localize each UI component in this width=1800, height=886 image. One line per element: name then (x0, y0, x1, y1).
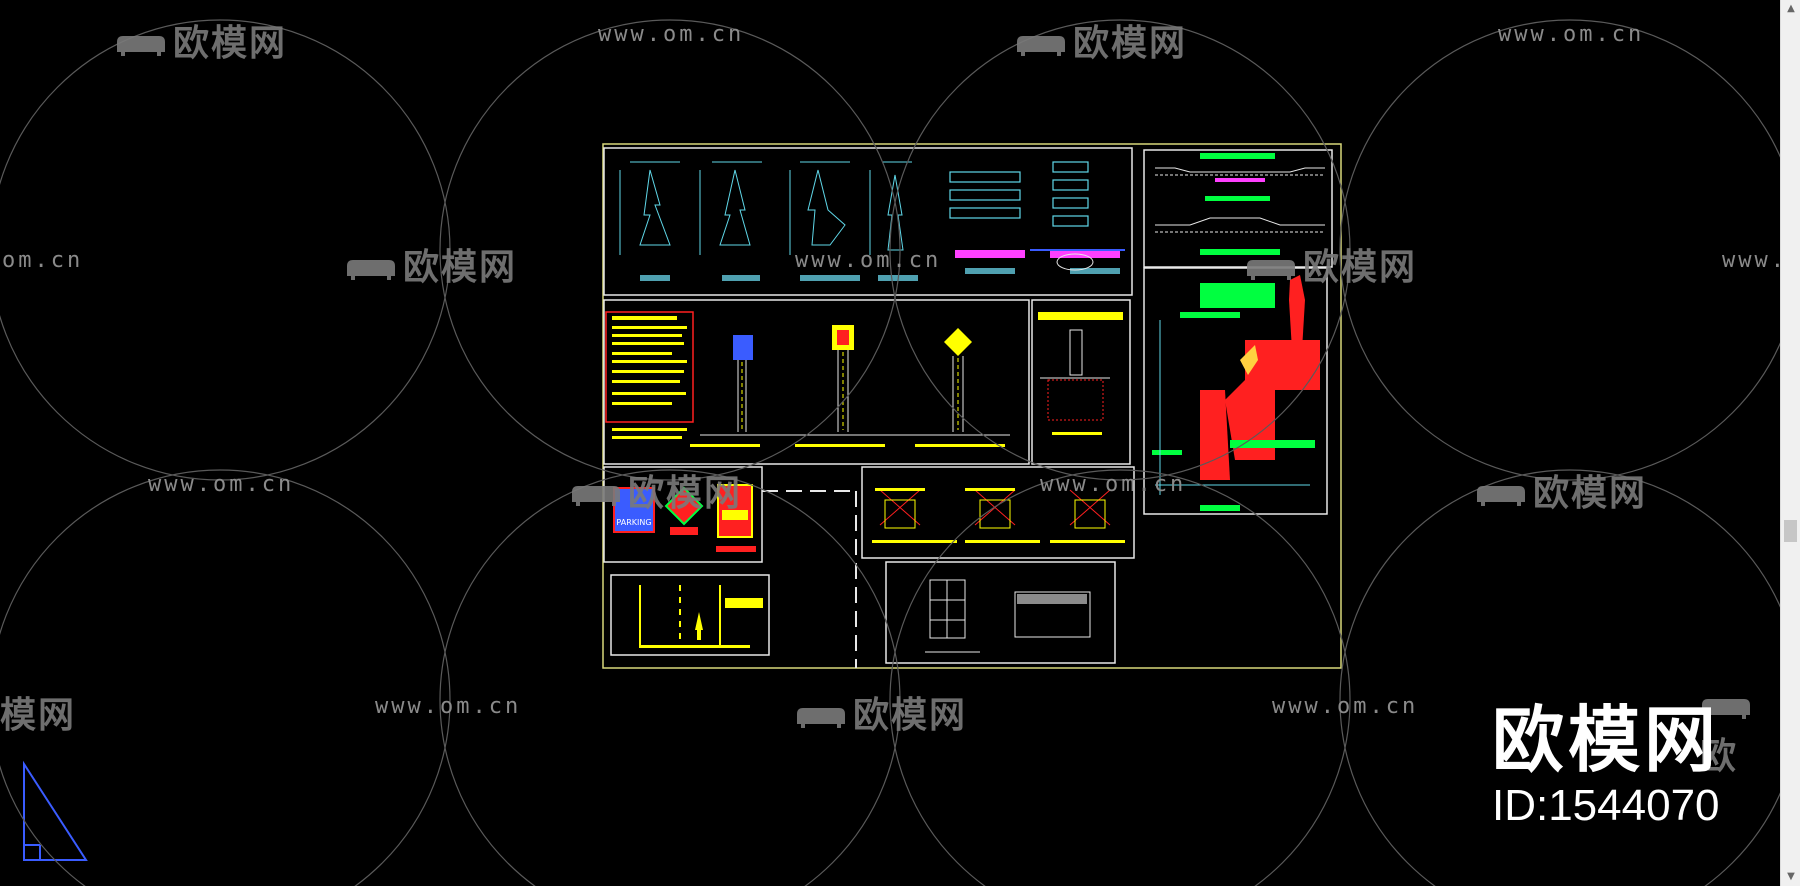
panel-lane-marking (610, 574, 770, 656)
sheet-frame (602, 143, 1342, 669)
brand-id: ID:1544070 (1491, 781, 1720, 830)
panel-installation-details (861, 466, 1135, 559)
panel-sign-posts (603, 299, 1030, 465)
panel-sign-faces: PARKING (603, 466, 763, 563)
sign-parking-label: PARKING (616, 518, 651, 527)
scrollbar-thumb[interactable] (1784, 520, 1797, 542)
vertical-scrollbar[interactable]: ▲ ▼ (1780, 0, 1800, 886)
panel-road-section (1143, 149, 1333, 268)
panel-plan-detail (885, 561, 1116, 664)
watermark-circles (0, 19, 1780, 886)
ucs-icon (23, 760, 88, 861)
scroll-down-icon[interactable]: ▼ (1787, 871, 1795, 882)
panel-arrow-markings (603, 147, 1133, 296)
scroll-up-icon[interactable]: ▲ (1787, 3, 1795, 14)
panel-foundation-detail (1031, 299, 1131, 465)
brand-overlay: 欧模网 ID:1544070 (1492, 700, 1720, 832)
panel-wall-section (1143, 267, 1328, 515)
brand-title: 欧模网 (1491, 698, 1720, 782)
